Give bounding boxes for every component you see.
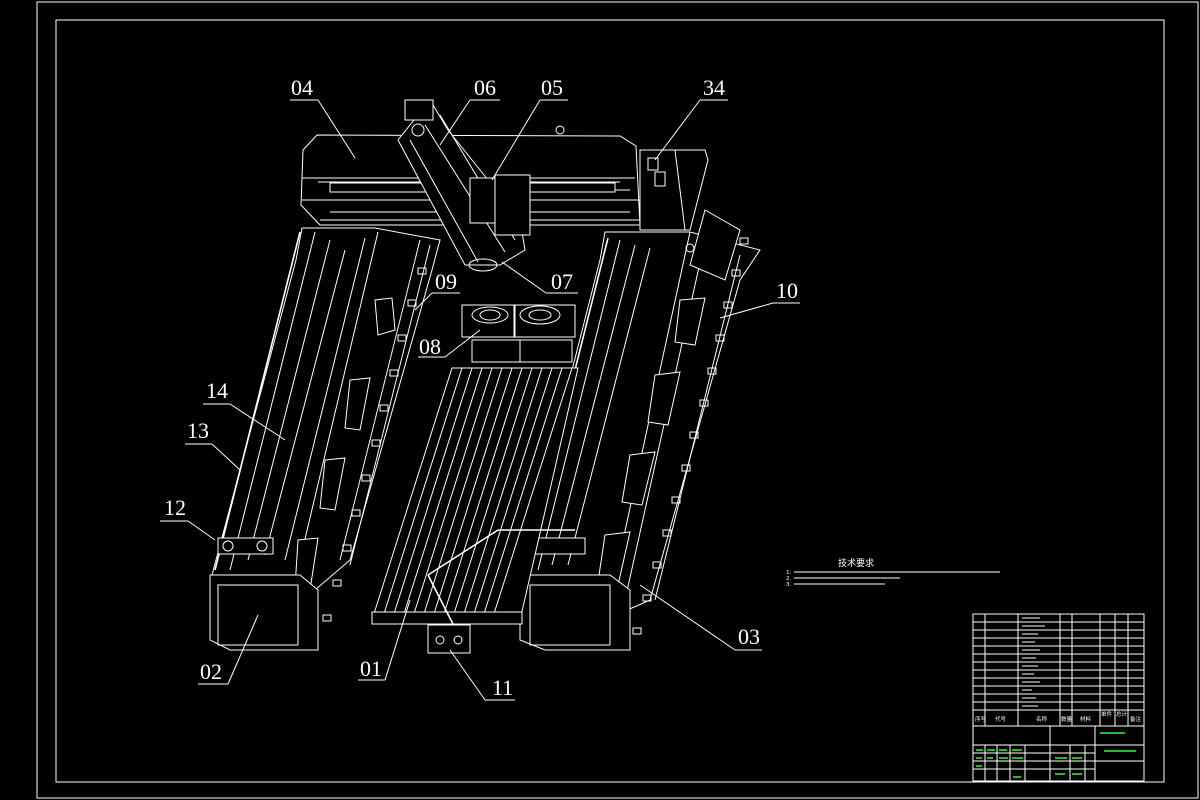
header-cell-6: 单件 (1101, 710, 1113, 718)
tech-req-title: 技术要求 (838, 557, 874, 569)
technical-requirements: 技术要求 1. 2. 3. (786, 557, 1000, 588)
label-03: 03 (738, 624, 760, 649)
header-cell-8: 备注 (1130, 715, 1142, 723)
assembly-drawing (209, 99, 761, 654)
header-cell-1: 序号 (975, 715, 987, 723)
tech-req-note-3: 3. (786, 582, 791, 588)
label-01: 01 (360, 656, 382, 681)
inner-border (55, 19, 1165, 783)
label-34: 34 (703, 75, 725, 100)
title-block: 序号 代号 名称 数量 材料 单件 总计 备注 (972, 613, 1145, 782)
label-13: 13 (187, 418, 209, 443)
outer-border (36, 1, 1199, 799)
label-12: 12 (164, 495, 186, 520)
header-cell-3: 名称 (1036, 715, 1048, 723)
label-07: 07 (551, 269, 573, 294)
tech-req-note-2: 2. (786, 576, 791, 582)
label-14: 14 (206, 378, 228, 403)
label-09: 09 (435, 269, 457, 294)
header-cell-2: 代号 (995, 715, 1007, 723)
label-05: 05 (541, 75, 563, 100)
label-06: 06 (474, 75, 496, 100)
label-08: 08 (419, 334, 441, 359)
header-cell-5: 材料 (1080, 715, 1092, 723)
part-callouts: 04 06 05 34 07 09 10 08 14 13 12 02 01 1… (160, 75, 800, 701)
header-cell-4: 数量 (1061, 715, 1073, 723)
label-02: 02 (200, 659, 222, 684)
header-cell-7: 总计 (1116, 710, 1128, 718)
label-04: 04 (291, 75, 313, 100)
tech-req-note-1: 1. (786, 570, 791, 576)
label-10: 10 (776, 278, 798, 303)
label-11: 11 (492, 675, 513, 700)
